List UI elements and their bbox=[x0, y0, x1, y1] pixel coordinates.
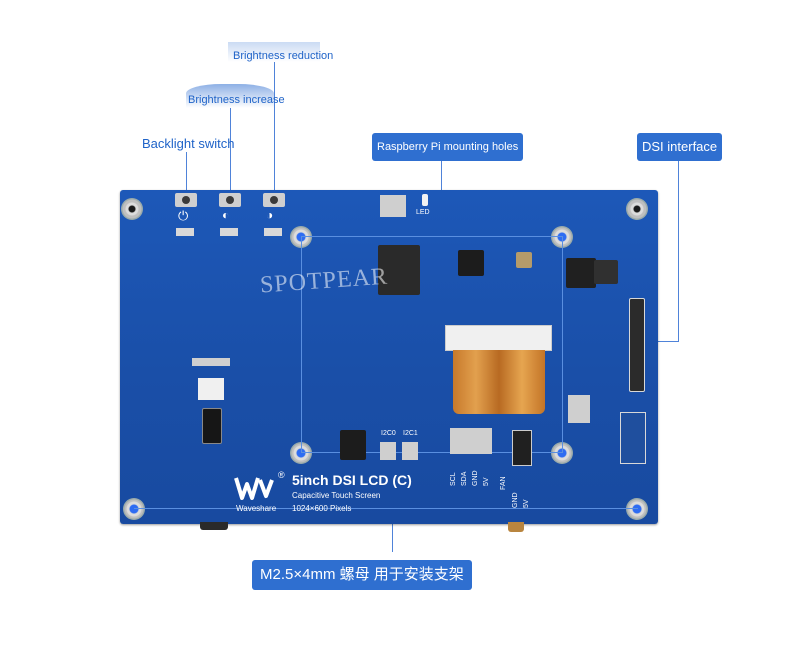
callout-line-bottom bbox=[392, 510, 393, 552]
ic-left-cluster bbox=[378, 245, 420, 295]
pin-sda: SDA bbox=[461, 471, 468, 486]
pin-gnd: GND bbox=[472, 470, 479, 486]
button-pad-2 bbox=[220, 228, 238, 236]
button-pad-3 bbox=[264, 228, 282, 236]
label-backlight-switch: Backlight switch bbox=[142, 136, 235, 151]
registered-icon: ® bbox=[278, 470, 285, 480]
watermark: SPOTPEAR bbox=[259, 263, 389, 299]
corner-hole-br bbox=[626, 498, 648, 520]
bottom-hole-line bbox=[134, 508, 638, 509]
board-title: 5inch DSI LCD (C) bbox=[292, 472, 412, 488]
callout-line-dsi-h bbox=[641, 341, 679, 342]
dsi-connector bbox=[629, 298, 645, 392]
callout-line-dsi-v bbox=[678, 160, 679, 342]
ic-small bbox=[516, 252, 532, 268]
backlight-switch-button[interactable] bbox=[175, 193, 197, 207]
ic-right bbox=[566, 258, 596, 288]
label-brightness-reduction: Brightness reduction bbox=[233, 50, 334, 62]
power-icon: ⏻ bbox=[178, 208, 189, 223]
callout-fade-increase bbox=[186, 84, 274, 108]
fan-pin-gnd: GND bbox=[512, 492, 519, 508]
board-resolution: 1024×600 Pixels bbox=[292, 504, 352, 513]
brightness-increase-button[interactable] bbox=[219, 193, 241, 207]
waveshare-logo bbox=[234, 476, 276, 500]
ribbon-cable bbox=[453, 350, 545, 414]
left-connector-2 bbox=[198, 378, 224, 400]
brightness-up-icon: ◑ bbox=[266, 208, 274, 222]
ribbon-connector bbox=[445, 325, 552, 351]
callout-line-backlight bbox=[186, 152, 187, 194]
i2c0-label: I2C0 bbox=[381, 430, 396, 437]
dip-switch bbox=[340, 430, 366, 460]
side-pads bbox=[568, 395, 590, 423]
standoff-left bbox=[200, 522, 228, 530]
corner-hole-tl bbox=[121, 198, 143, 220]
left-connector bbox=[192, 358, 230, 366]
pi-hole-br bbox=[551, 442, 573, 464]
led-label: LED bbox=[416, 209, 430, 216]
pin-header bbox=[450, 428, 492, 454]
label-bottom-note: M2.5×4mm 螺母 用于安装支架 bbox=[252, 560, 472, 590]
pi-hole-bl bbox=[290, 442, 312, 464]
brand-text: Waveshare bbox=[236, 504, 277, 513]
brightness-down-icon: ◐ bbox=[222, 208, 230, 222]
led-pads bbox=[380, 195, 406, 217]
left-connector-3 bbox=[202, 408, 222, 444]
lcd-board: ⏻ ◐ ◑ LED I2C0 I2C1 SCL SDA GND 5V FAN G… bbox=[120, 190, 658, 524]
pin-5v: 5V bbox=[483, 477, 490, 486]
label-dsi-interface: DSI interface bbox=[637, 133, 723, 161]
i2c1-label: I2C1 bbox=[403, 430, 418, 437]
ic-right-2 bbox=[594, 260, 618, 284]
pin-scl: SCL bbox=[450, 472, 457, 486]
fan-header bbox=[512, 430, 532, 466]
pi-hole-line-right bbox=[562, 237, 563, 453]
brightness-reduction-button[interactable] bbox=[263, 193, 285, 207]
standoff-right bbox=[508, 522, 524, 532]
pi-hole-line-top bbox=[301, 236, 563, 237]
board-subtitle: Capacitive Touch Screen bbox=[292, 491, 381, 500]
callout-line-brightness-increase bbox=[230, 108, 231, 192]
fan-label: FAN bbox=[500, 476, 507, 490]
corner-hole-bl bbox=[123, 498, 145, 520]
corner-hole-tr bbox=[626, 198, 648, 220]
callout-fade-reduction bbox=[228, 42, 320, 62]
pi-hole-line-bottom bbox=[301, 452, 563, 453]
button-pad-1 bbox=[176, 228, 194, 236]
i2c1-pads bbox=[402, 442, 418, 460]
fan-pin-5v: 5V bbox=[523, 499, 530, 508]
ic-main bbox=[458, 250, 484, 276]
pi-hole-line-left bbox=[301, 237, 302, 453]
callout-line-brightness-reduction bbox=[274, 62, 275, 192]
i2c0-pads bbox=[380, 442, 396, 460]
right-edge-connector bbox=[620, 412, 646, 464]
label-brightness-increase: Brightness increase bbox=[188, 94, 285, 106]
led bbox=[422, 194, 428, 206]
label-mounting-holes: Raspberry Pi mounting holes bbox=[372, 133, 524, 161]
